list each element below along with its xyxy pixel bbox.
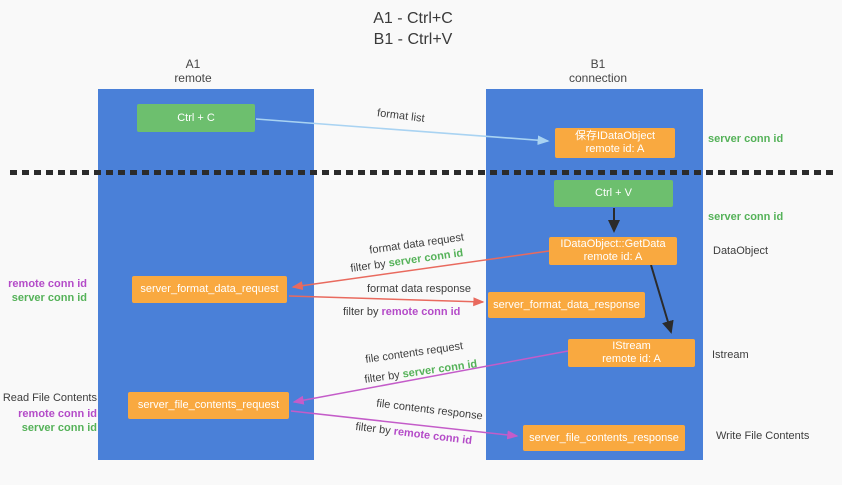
node-istream-line2: remote id: A [602,353,661,365]
label-format-data-response: format data response [367,283,471,295]
node-idataobject-getdata: IDataObject::GetData remote id: A [549,237,677,265]
left-conn-id-labels: remote conn id server conn id [0,277,87,305]
left-server-conn-id: server conn id [11,292,87,304]
label-format-list: format list [376,107,426,125]
filter-by-text: filter by [349,258,387,275]
node-server-format-data-request: server_format_data_request [132,276,287,303]
node-getdata-line1: IDataObject::GetData [560,238,666,250]
node-ctrl-v-label: Ctrl + V [595,187,632,199]
node-server-file-contents-response: server_file_contents_response [523,425,685,451]
arrow-format-data-response [288,295,485,307]
node-server-format-data-response: server_format_data_response [488,292,645,318]
lane-header-b1: B1 connection [538,57,658,85]
left-remote-conn-id: remote conn id [8,278,87,290]
server-conn-id-text: server conn id [401,358,479,381]
label-filter-remote-conn-2: filter by remote conn id [355,421,473,447]
left-server-conn-id-2: server conn id [21,422,97,434]
diagram-title: A1 - Ctrl+C B1 - Ctrl+V [308,8,518,50]
node-istream: IStream remote id: A [568,339,695,367]
node-save-idataobject-line1: 保存IDataObject [574,130,656,142]
filter-by-text: filter by [343,306,379,318]
node-istream-line1: IStream [612,340,651,352]
node-server-file-contents-request: server_file_contents_request [128,392,289,419]
right-write-file-contents-label: Write File Contents [716,430,810,442]
title-line-2: B1 - Ctrl+V [373,31,453,48]
right-server-conn-id-top: server conn id [708,133,784,145]
remote-conn-id-text: remote conn id [392,425,473,448]
node-save-idataobject-line2: remote id: A [585,143,645,155]
right-dataobject-label: DataObject [713,245,769,257]
node-server-file-contents-request-label: server_file_contents_request [137,399,280,411]
label-file-contents-response: file contents response [375,397,484,423]
node-ctrl-c-label: Ctrl + C [177,111,215,124]
label-filter-remote-conn-1: filter by remote conn id [343,306,460,318]
lane-b1-subtitle: connection [568,71,628,85]
node-getdata-line2: remote id: A [583,251,643,263]
lane-header-a1: A1 remote [133,57,253,85]
filter-by-text: filter by [363,369,401,386]
node-ctrl-v: Ctrl + V [554,180,673,207]
lane-a1-subtitle: remote [174,71,212,85]
filter-by-text: filter by [354,420,392,438]
node-save-idataobject: 保存IDataObject remote id: A [555,128,675,158]
right-server-conn-id-mid: server conn id [708,211,784,223]
lane-b1-title: B1 [590,57,606,71]
title-line-1: A1 - Ctrl+C [373,10,453,27]
dotted-separator-line [10,170,834,175]
left-read-file-labels: Read File Contents remote conn id server… [0,391,97,435]
node-server-format-data-response-label: server_format_data_response [493,298,640,311]
right-istream-label: Istream [712,349,749,361]
remote-conn-id-text: remote conn id [381,306,461,318]
node-server-format-data-request-label: server_format_data_request [140,283,279,295]
node-server-file-contents-response-label: server_file_contents_response [529,431,679,444]
read-file-contents-label: Read File Contents [2,392,97,404]
lane-a1-title: A1 [185,57,201,71]
node-ctrl-c: Ctrl + C [137,104,255,132]
left-remote-conn-id-2: remote conn id [18,408,97,420]
